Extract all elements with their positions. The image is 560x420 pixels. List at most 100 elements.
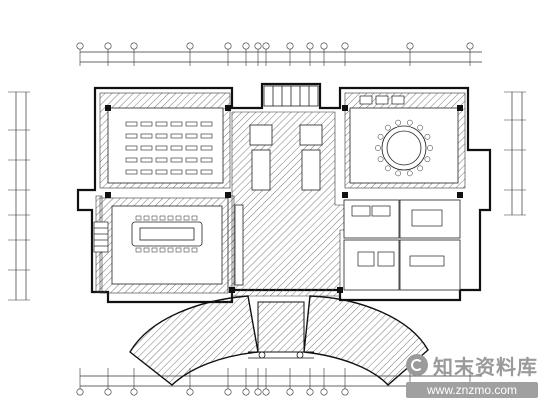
desk <box>140 169 153 175</box>
watermark-logo-icon <box>406 354 428 376</box>
axis-bubble <box>186 42 194 50</box>
watermark-logo: 知末资料库 <box>406 351 538 380</box>
desk <box>200 145 213 151</box>
desk <box>170 157 183 163</box>
axis-bubble <box>104 388 112 396</box>
desk <box>170 121 183 127</box>
axis-bubble <box>320 388 328 396</box>
column <box>457 192 463 198</box>
chair <box>143 215 150 221</box>
desk <box>125 169 138 175</box>
axis-bubble <box>286 42 294 50</box>
chair <box>375 145 381 151</box>
desk <box>185 145 198 151</box>
axis-bubble <box>242 42 250 50</box>
desk <box>155 169 168 175</box>
column <box>229 287 235 293</box>
axis-bubble <box>254 42 262 50</box>
left-dimension-lines <box>15 92 27 300</box>
watermark-title: 知末资料库 <box>433 354 538 379</box>
column <box>337 287 343 293</box>
desk <box>155 133 168 139</box>
desk <box>200 157 213 163</box>
desk <box>200 121 213 127</box>
axis-bubble <box>224 42 232 50</box>
chair <box>167 215 174 221</box>
right-dimension-lines <box>511 92 523 215</box>
lounge-furniture <box>351 95 445 267</box>
axis-bubble <box>130 388 138 396</box>
axis-bubble <box>262 388 270 396</box>
desk <box>185 133 198 139</box>
column <box>225 192 231 198</box>
chair <box>191 215 198 221</box>
desk <box>185 169 198 175</box>
top-dimension-lines <box>80 51 482 63</box>
chair <box>427 145 433 151</box>
desk <box>170 169 183 175</box>
chair <box>384 124 391 131</box>
desk <box>155 145 168 151</box>
axis-bubble <box>104 42 112 50</box>
chair <box>191 247 198 253</box>
chair <box>377 156 384 163</box>
banquet-chairs <box>375 119 433 177</box>
chair <box>135 247 142 253</box>
axis-bubble <box>306 42 314 50</box>
chair <box>151 215 158 221</box>
axis-bubble <box>262 42 270 50</box>
desk <box>170 133 183 139</box>
conference-table <box>131 221 203 247</box>
chair <box>175 215 182 221</box>
chair <box>417 124 424 131</box>
chair <box>135 215 142 221</box>
axis-bubble <box>130 42 138 50</box>
desk <box>185 157 198 163</box>
desk <box>185 121 198 127</box>
conference-chairs <box>135 215 198 253</box>
chair <box>151 247 158 253</box>
watermark-url: www.znzmo.com <box>406 382 538 398</box>
desk <box>125 157 138 163</box>
chair <box>417 165 424 172</box>
desk <box>200 169 213 175</box>
axis-bubble <box>341 42 349 50</box>
axis-bubble <box>406 42 414 50</box>
column <box>225 105 231 111</box>
axis-bubble <box>466 42 474 50</box>
structural-columns <box>105 105 463 293</box>
desk <box>125 145 138 151</box>
chair <box>395 170 402 177</box>
axis-bubble <box>341 388 349 396</box>
chair <box>424 133 431 140</box>
chair <box>175 247 182 253</box>
axis-bubble <box>76 388 84 396</box>
desk <box>125 121 138 127</box>
desk <box>155 157 168 163</box>
desk <box>170 145 183 151</box>
chair <box>406 119 413 126</box>
right-axis-markers <box>504 91 526 216</box>
chair <box>159 247 166 253</box>
desk <box>140 133 153 139</box>
desk <box>140 157 153 163</box>
column <box>105 105 111 111</box>
top-axis-markers <box>76 42 474 66</box>
chair <box>183 247 190 253</box>
column <box>457 105 463 111</box>
watermark: 知末资料库 www.znzmo.com <box>406 351 538 398</box>
axis-bubble <box>254 388 262 396</box>
chair <box>143 247 150 253</box>
banquet-table <box>381 125 427 171</box>
left-axis-markers <box>8 91 30 301</box>
column <box>342 105 348 111</box>
chair <box>406 170 413 177</box>
axis-bubble <box>76 42 84 50</box>
desk <box>155 121 168 127</box>
desk-rows <box>125 121 213 175</box>
chair <box>183 215 190 221</box>
desk <box>140 121 153 127</box>
axis-bubble <box>286 388 294 396</box>
